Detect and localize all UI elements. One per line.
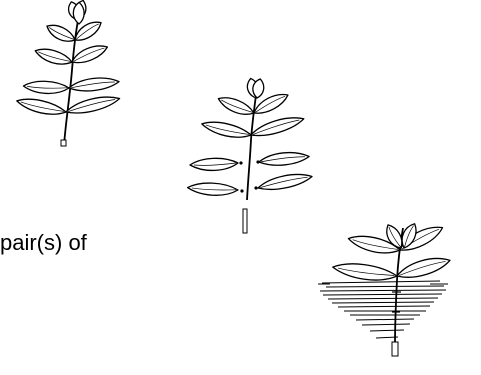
whole-cutting [15, 0, 121, 146]
soil-hatching [318, 281, 448, 338]
caption-text: pair(s) of [0, 230, 87, 256]
planted-cutting [318, 221, 452, 356]
trimmed-cutting [187, 77, 313, 233]
